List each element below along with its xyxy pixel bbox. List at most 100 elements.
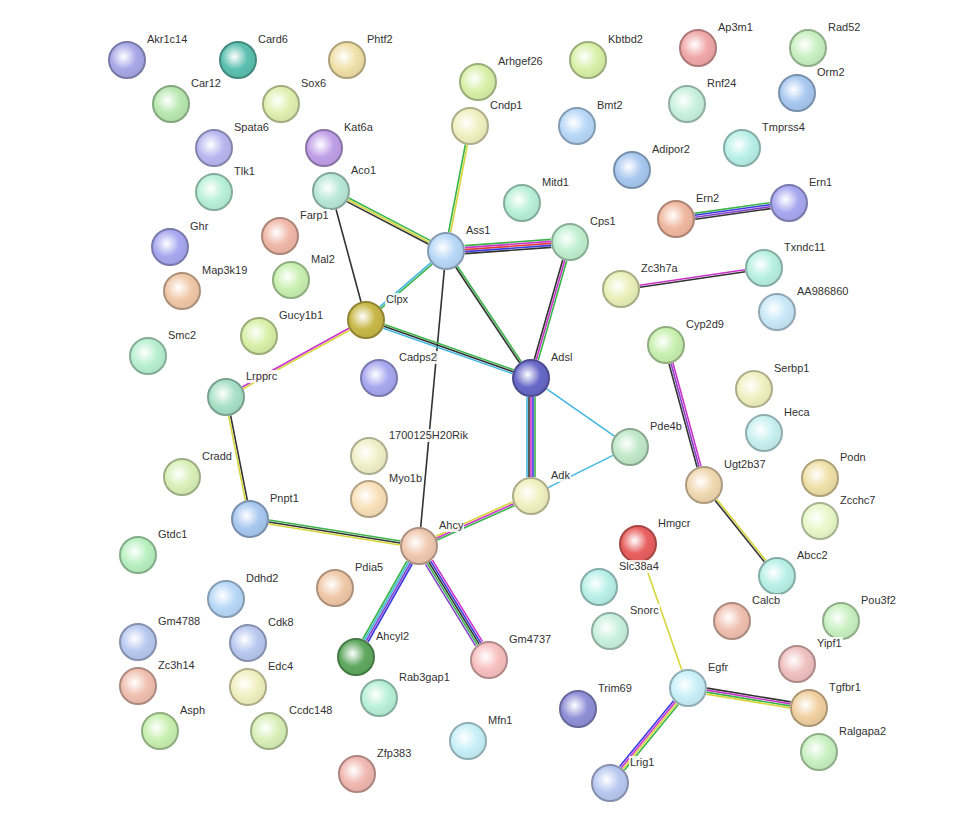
node-label: Ccdc148 xyxy=(288,704,333,717)
interaction-edge xyxy=(336,209,361,301)
node-label: Adipor2 xyxy=(651,143,691,156)
evidence-line xyxy=(623,703,677,769)
evidence-line xyxy=(456,267,520,363)
node-label: Akr1c14 xyxy=(146,33,188,46)
node-label: Arhgef26 xyxy=(497,55,544,68)
node-label: Tlk1 xyxy=(233,165,256,178)
node-label: Cps1 xyxy=(589,215,617,228)
interaction-edge xyxy=(548,455,613,487)
node-label: Gm4737 xyxy=(508,633,552,646)
protein-node: Zfp383 xyxy=(338,755,376,793)
node-label: Cdk8 xyxy=(267,616,295,629)
protein-node: Myo1b xyxy=(350,480,388,518)
evidence-line xyxy=(695,207,770,218)
protein-node: Slc38a4 xyxy=(580,568,618,606)
protein-node: Pnpt1 xyxy=(231,500,269,538)
interaction-edge xyxy=(715,499,766,562)
interaction-edge xyxy=(449,145,468,233)
node-label: Calcb xyxy=(751,594,781,607)
evidence-line xyxy=(528,397,530,477)
interaction-edge xyxy=(694,203,770,220)
evidence-line xyxy=(671,363,699,466)
protein-node: Cadps2 xyxy=(360,359,398,397)
evidence-line xyxy=(421,270,445,527)
protein-node: Ralgapa2 xyxy=(800,733,838,771)
node-label: Snorc xyxy=(629,604,660,617)
node-label: Mitd1 xyxy=(541,176,570,189)
protein-node: Arhgef26 xyxy=(459,63,497,101)
protein-node: Tgfbr1 xyxy=(790,689,828,727)
interaction-edge xyxy=(527,397,535,477)
evidence-line xyxy=(457,266,521,362)
protein-node: Edc4 xyxy=(229,668,267,706)
protein-node: Lrig1 xyxy=(591,764,629,802)
node-label: Sox6 xyxy=(300,77,327,90)
interaction-edge xyxy=(421,270,445,527)
evidence-line xyxy=(707,692,791,706)
node-label: Cradd xyxy=(201,450,233,463)
evidence-line xyxy=(348,200,429,242)
node-label: AA986860 xyxy=(796,285,849,298)
node-label: Trim69 xyxy=(597,682,633,695)
protein-node: Snorc xyxy=(591,612,629,650)
protein-node: Orm2 xyxy=(778,74,816,112)
protein-node: Rab3gap1 xyxy=(360,679,398,717)
protein-node: Smc2 xyxy=(129,337,167,375)
protein-node: Rad52 xyxy=(789,29,827,67)
protein-node: Gtdc1 xyxy=(119,536,157,574)
node-label: Cndp1 xyxy=(489,99,523,112)
evidence-line xyxy=(437,506,514,540)
protein-node: Pou3f2 xyxy=(822,602,860,640)
evidence-line xyxy=(530,397,532,477)
node-label: Zc3h7a xyxy=(640,262,679,275)
node-label: Car12 xyxy=(190,77,222,90)
node-label: Yipf1 xyxy=(816,637,843,650)
protein-node: Serbp1 xyxy=(735,370,773,408)
node-label: Mal2 xyxy=(310,253,336,266)
protein-node: Gm4788 xyxy=(119,623,157,661)
protein-node: Calcb xyxy=(713,602,751,640)
protein-node: Map3k19 xyxy=(163,272,201,310)
evidence-line xyxy=(695,209,770,220)
protein-node: Txndc11 xyxy=(745,249,783,287)
evidence-line xyxy=(436,504,513,539)
evidence-line xyxy=(547,389,615,436)
node-label: Cadps2 xyxy=(398,351,438,364)
protein-node: Ern1 xyxy=(770,184,808,222)
protein-node: Ahcy xyxy=(400,527,438,565)
protein-node: Yipf1 xyxy=(778,645,816,683)
evidence-line xyxy=(385,324,514,369)
node-label: Ddhd2 xyxy=(245,572,279,585)
protein-node: Clpx xyxy=(347,301,385,339)
node-label: Ap3m1 xyxy=(717,21,754,34)
protein-node: Spata6 xyxy=(195,129,233,167)
protein-node: Trim69 xyxy=(559,690,597,728)
node-label: Hmgcr xyxy=(657,517,691,530)
node-label: Card6 xyxy=(257,33,289,46)
interaction-edge xyxy=(706,688,790,708)
node-label: Farp1 xyxy=(299,209,330,222)
interaction-edge xyxy=(620,701,679,770)
node-label: Kat6a xyxy=(343,121,374,134)
node-label: Serbp1 xyxy=(773,362,810,375)
node-label: Txndc11 xyxy=(783,241,826,254)
interaction-edge xyxy=(347,198,430,244)
interaction-edge xyxy=(383,324,513,373)
node-label: Adk xyxy=(550,469,571,482)
evidence-line xyxy=(269,520,401,541)
protein-node: Aco1 xyxy=(312,172,350,210)
node-label: Gm4788 xyxy=(157,615,201,628)
node-label: Map3k19 xyxy=(201,264,248,277)
evidence-line xyxy=(269,522,400,543)
node-label: Ern1 xyxy=(808,176,833,189)
evidence-line xyxy=(347,202,428,244)
node-label: Myo1b xyxy=(388,472,423,485)
evidence-line xyxy=(715,500,764,561)
protein-node: Cps1 xyxy=(551,223,589,261)
evidence-line xyxy=(384,326,513,371)
node-label: Spata6 xyxy=(233,121,270,134)
protein-node: Mfn1 xyxy=(449,722,487,760)
protein-node: Adipor2 xyxy=(613,151,651,189)
protein-node: Asph xyxy=(141,712,179,750)
